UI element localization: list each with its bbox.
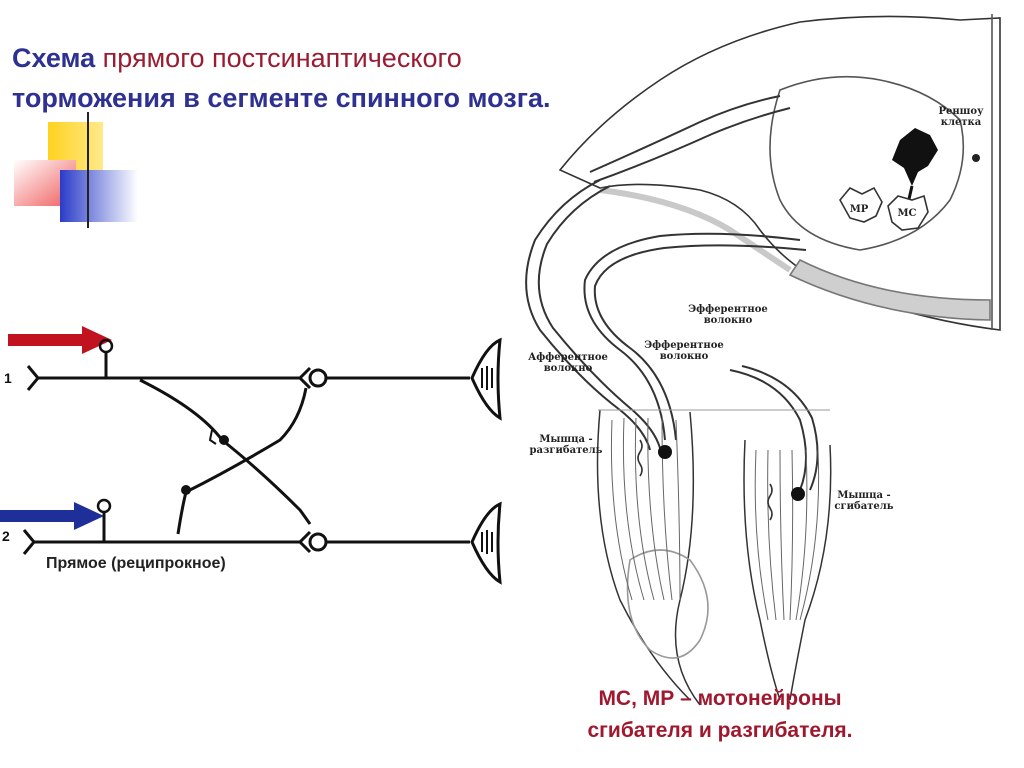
extensor-fibers — [610, 417, 681, 601]
ms-motoneuron — [887, 194, 929, 231]
efferent-label-1: Эфферентное волокно — [688, 304, 768, 326]
synapse-1 — [297, 366, 312, 390]
endplate-1 — [481, 366, 493, 390]
efferent-fiber-2 — [729, 369, 807, 491]
muscle-1 — [470, 337, 502, 421]
receptor-1 — [98, 338, 114, 354]
extensor-spindle — [637, 439, 643, 477]
receptor-2 — [96, 498, 112, 514]
flexor-ending — [791, 487, 805, 501]
title-word1: Схема — [12, 43, 96, 73]
interneuron-1-synapse — [208, 429, 217, 445]
efferent-label-2: Эфферентное волокно — [644, 340, 724, 362]
efferent-fiber-1b — [593, 244, 807, 441]
efferent-fiber-1 — [583, 232, 801, 441]
renshaw-cell — [892, 128, 938, 186]
bottom-note-line2: сгибателя и разгибателя. — [587, 719, 853, 742]
flexor-label: Мышца - сгибатель — [834, 490, 894, 512]
page-title: Схема прямого постсинаптического торможе… — [12, 38, 712, 118]
interneuron-1 — [219, 435, 229, 445]
title-word2: прямого постсинаптического — [102, 43, 462, 73]
row-1-number: 1 — [4, 370, 12, 386]
muscle-2 — [470, 501, 502, 585]
extensor-muscle-b — [674, 411, 701, 706]
grey-matter-region — [769, 75, 965, 251]
extensor-muscle — [596, 409, 691, 701]
white-matter-band — [788, 258, 991, 321]
spinal-cord-outline — [558, 15, 1001, 331]
mr-label: МР — [849, 204, 869, 215]
dorsal-band — [599, 187, 792, 273]
nerve-root — [589, 95, 781, 173]
bottom-note: МС, МР – мотонейроны сгибателя и разгиба… — [520, 683, 920, 747]
flexor-fibers — [754, 449, 820, 621]
collateral-2-to-interneuron — [176, 387, 308, 535]
mr-motoneuron — [839, 186, 883, 223]
flexor-muscle — [743, 439, 781, 701]
interneuron-2 — [181, 485, 191, 495]
title-line2: торможения в сегменте спинного мозга. — [12, 83, 551, 113]
blue-arrow — [0, 502, 104, 530]
flexor-muscle-b — [789, 444, 832, 701]
endplate-2 — [481, 530, 493, 554]
efferent-fiber-2b — [741, 365, 819, 491]
extensor-ending — [658, 445, 672, 459]
afferent-fiber — [525, 179, 651, 451]
flexor-spindle — [767, 483, 773, 521]
circuit-caption: Прямое (реципрокное) — [46, 555, 226, 572]
bone — [626, 549, 709, 659]
synapse-2 — [297, 530, 312, 554]
red-arrow — [8, 326, 112, 354]
afferent-label: Афферентное волокно — [528, 352, 608, 374]
afferent-fiber-b — [537, 185, 661, 449]
row-2-number: 2 — [2, 528, 10, 544]
extensor-label: Мышца - разгибатель — [529, 434, 603, 456]
nerve-root-b — [593, 107, 791, 183]
renshaw-label: Реншоу клетка — [938, 106, 984, 128]
ms-label: МС — [897, 208, 917, 219]
deco-blue-square — [60, 170, 138, 222]
bottom-note-line1: МС, МР – мотонейроны — [598, 687, 842, 710]
central-canal — [972, 154, 980, 162]
